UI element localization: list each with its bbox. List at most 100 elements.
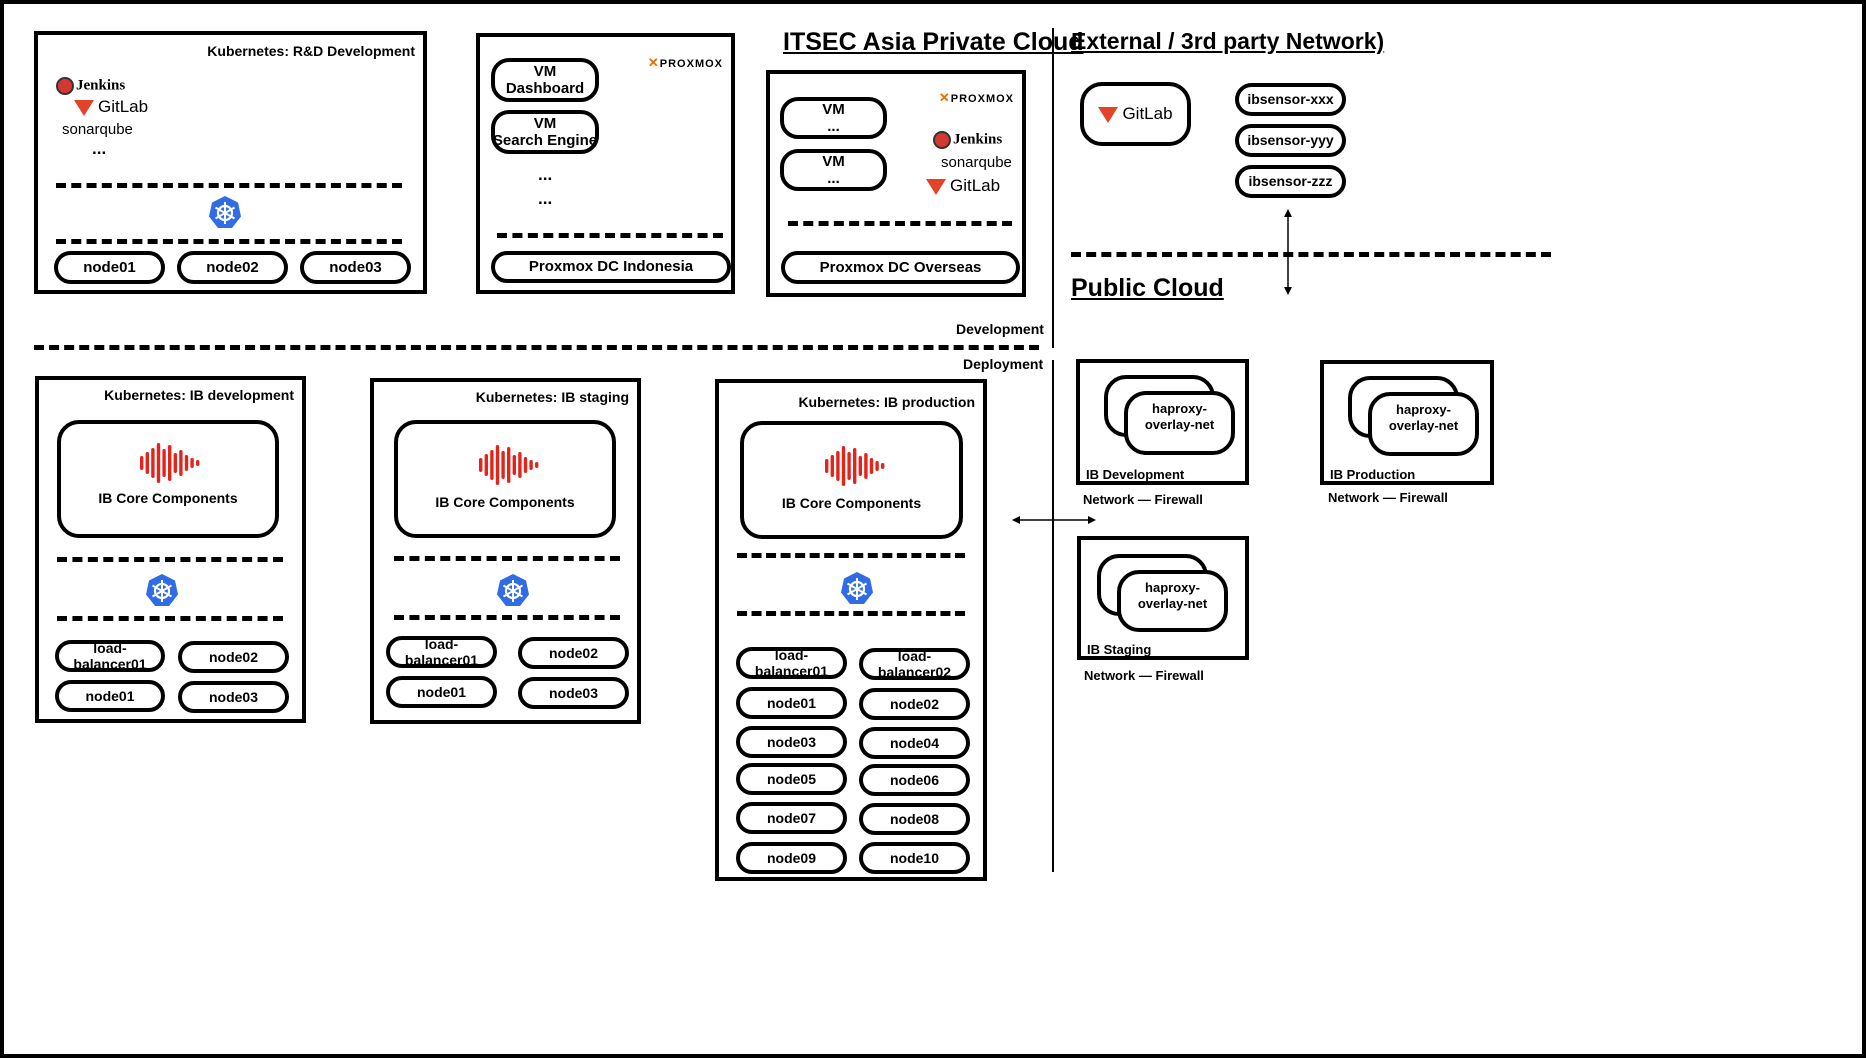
firewall-env-label: IB Development [1086,467,1185,482]
cluster-title: Kubernetes: IB staging [475,389,629,405]
ib-staging-cluster: Kubernetes: IB staging IB Core Component… [370,378,641,724]
more-vms: ... [538,189,553,208]
node-pill: node02 [859,688,970,720]
node-pill: node10 [859,842,970,874]
gitlab-icon [74,99,94,116]
rd-development-cluster: Kubernetes: R&D Development Jenkins GitL… [34,31,427,294]
vertical-separator-top [1052,28,1054,348]
tier-divider [57,616,283,621]
ib-core-components: IB Core Components [394,420,616,538]
ib-development-cluster: Kubernetes: IB development IB Core Compo… [35,376,306,723]
firewall-caption: Network — Firewall [1328,490,1448,505]
node-pill: node07 [736,802,847,834]
core-label: IB Core Components [98,490,238,506]
gitlab-logo: GitLab [74,97,148,117]
vm-search-engine: VM Search Engine [491,110,599,154]
itsec-heading: ITSEC Asia Private Cloud [783,28,1084,56]
ibsensor-pill: ibsensor-zzz [1235,165,1346,198]
node-pill: node03 [518,677,629,709]
overlay-net: haproxy- overlay-net [1124,391,1235,455]
jenkins-icon [933,131,951,149]
tier-divider [57,557,283,562]
sonarqube-logo: sonarqube [941,154,1012,171]
node-pill: node02 [177,251,288,284]
node-pill: node02 [178,641,289,673]
public-cloud-heading: Public Cloud [1071,274,1224,302]
cluster-title: Kubernetes: IB production [798,394,975,410]
more-vms: ... [538,165,553,184]
ib-development-firewall: haproxy- overlay-net IB Development [1076,359,1249,485]
proxmox-logo: ✕PROXMOX [938,90,1014,105]
kubernetes-icon [209,196,241,228]
proxmox-icon: ✕ [647,55,660,70]
node-pill: node01 [55,680,165,712]
firewall-env-label: IB Production [1330,467,1416,482]
cluster-title: Kubernetes: IB development [104,387,294,403]
vm-dashboard: VM Dashboard [491,58,599,102]
node-pill: load-balancer01 [55,640,165,672]
external-heading: External / 3rd party Network) [1071,28,1385,54]
node-pill: node03 [736,726,847,758]
public-cloud-divider [1071,252,1551,257]
vertical-separator-bottom [1052,360,1054,872]
overlay-net: haproxy- overlay-net [1368,392,1479,456]
ib-production-cluster: Kubernetes: IB production IB Core Compon… [715,379,987,881]
deployment-label: Deployment [963,356,1044,372]
gitlab-icon [926,178,946,195]
core-label: IB Core Components [435,494,575,510]
soundwave-icon [140,443,200,483]
kubernetes-icon [497,574,529,606]
tier-divider [737,611,965,616]
firewall-env-label: IB Staging [1087,642,1152,657]
ibsensor-pill: ibsensor-xxx [1235,83,1346,116]
vm-pill: VM ... [780,149,887,191]
node-pill: node03 [178,681,289,713]
soundwave-icon [479,445,539,485]
tier-divider [56,183,402,188]
ib-core-components: IB Core Components [740,421,963,539]
kubernetes-icon [841,572,873,604]
node-pill: load-balancer01 [736,647,847,679]
tier-divider [394,556,620,561]
sonarqube-logo: sonarqube [62,121,133,138]
proxmox-overseas-host: ✕PROXMOX VM ... VM ... Jenkins sonarqube… [766,70,1026,297]
gitlab-logo: GitLab [926,176,1000,196]
firewall-caption: Network — Firewall [1084,668,1204,683]
firewall-caption: Network — Firewall [1083,492,1203,507]
node-pill: node01 [54,251,165,284]
node-pill: node09 [736,842,847,874]
sensor-public-cloud-arrow [1284,209,1292,295]
proxmox-indonesia-host: ✕PROXMOX VM Dashboard VM Search Engine .… [476,33,735,294]
node-pill: load-balancer01 [386,636,497,668]
node-pill: node06 [859,764,970,796]
node-pill: node01 [736,687,847,719]
diagram-canvas: ITSEC Asia Private Cloud External / 3rd … [4,4,1862,1054]
ibsensor-pill: ibsensor-yyy [1235,124,1346,157]
gitlab-icon [1098,106,1119,123]
cluster-firewall-arrow [1012,516,1096,524]
cluster-title: Kubernetes: R&D Development [207,43,415,59]
proxmox-dc-indonesia: Proxmox DC Indonesia [491,251,731,283]
development-label: Development [956,321,1044,337]
overlay-net: haproxy- overlay-net [1117,570,1228,632]
node-pill: node02 [518,637,629,669]
core-label: IB Core Components [781,495,922,511]
ib-production-firewall: haproxy- overlay-net IB Production [1320,360,1494,485]
proxmox-dc-overseas: Proxmox DC Overseas [781,251,1020,284]
node-pill: node03 [300,251,411,284]
external-gitlab: GitLab [1080,82,1191,146]
node-pill: node01 [386,676,497,708]
vm-pill: VM ... [780,97,887,139]
ib-core-components: IB Core Components [57,420,279,538]
kubernetes-icon [146,574,178,606]
tier-divider [788,221,1012,226]
dev-deploy-divider [34,345,1039,350]
node-pill: load-balancer02 [859,648,970,680]
tier-divider [497,233,723,238]
jenkins-logo: Jenkins [56,77,125,95]
node-pill: node04 [859,727,970,759]
proxmox-logo: ✕PROXMOX [647,55,723,70]
tier-divider [737,553,965,558]
more-tools: ... [92,139,107,158]
node-pill: node08 [859,803,970,835]
